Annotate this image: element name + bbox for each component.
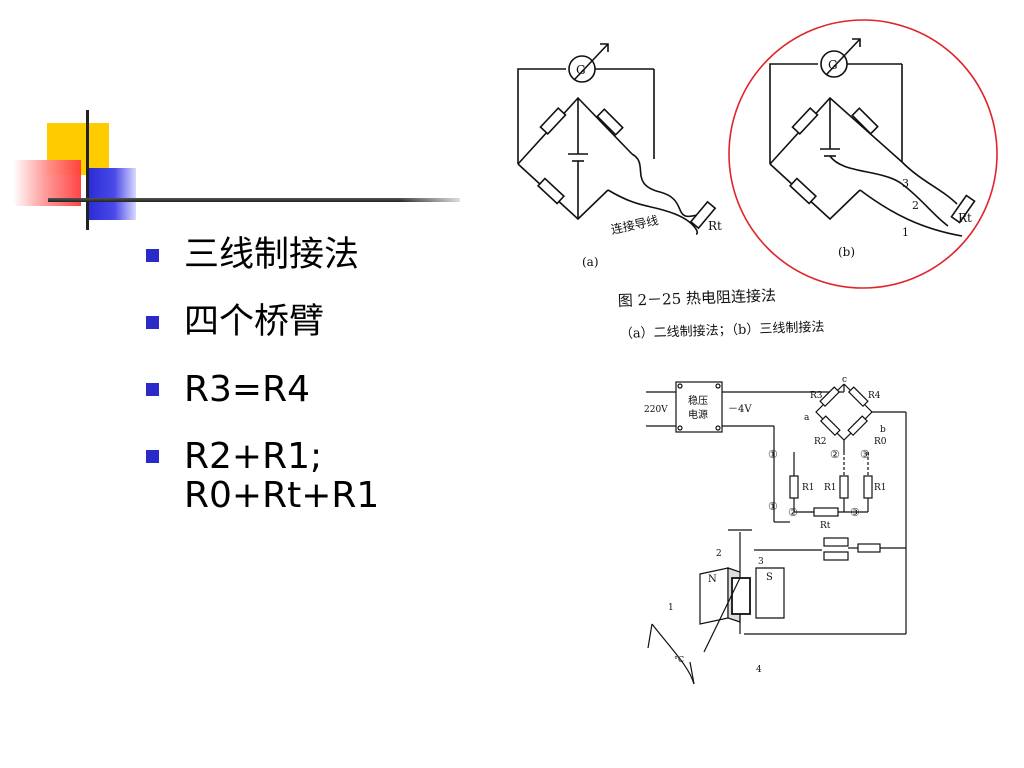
terminal-3-label: ③	[850, 506, 860, 519]
bullet-list: 三线制接法 四个桥臂 R3=R4 R2+R1; R0+Rt+R1	[146, 236, 466, 543]
r1-left-label: R1	[802, 483, 815, 493]
resistor-r3-icon	[819, 386, 841, 408]
magnet-n-label: N	[708, 574, 717, 585]
resistor-icon	[851, 107, 879, 135]
resistor-icon	[536, 177, 566, 205]
regulator-label-2: 电源	[688, 408, 708, 421]
part-4-label: 4	[756, 665, 762, 675]
resistor-r1-icon	[789, 475, 799, 499]
bullet-item: R2+R1; R0+Rt+R1	[146, 437, 466, 515]
bullet-text: 四个桥臂	[184, 302, 325, 342]
bullet-square-icon	[146, 383, 159, 396]
resistor-icon	[791, 106, 819, 136]
figure-caption-title: 图 2－25 热电阻连接法	[618, 286, 777, 310]
rt-label-b: Rt	[958, 211, 972, 225]
wire-note: 连接导线	[610, 212, 660, 237]
magnet-s-icon	[755, 567, 785, 619]
r0-label: R0	[874, 437, 887, 447]
bullet-item: 三线制接法	[146, 236, 466, 275]
resistor-r1-icon	[839, 475, 849, 499]
resistor-pair-icon	[823, 551, 849, 561]
terminal-2-label: ②	[788, 506, 798, 519]
scale-unit-label: °C	[674, 655, 684, 664]
resistor-r2-icon	[819, 415, 841, 437]
bullet-item: R3=R4	[146, 370, 466, 409]
terminal-1-label: ①	[768, 500, 778, 513]
resistor-icon	[596, 108, 624, 136]
supply-voltage-label: 220V	[644, 405, 668, 415]
diagram-a	[517, 43, 717, 235]
galvanometer-label: G	[576, 63, 586, 77]
bullet-square-icon	[146, 450, 159, 463]
resistor-r1-icon	[863, 475, 873, 499]
r2-label: R2	[814, 437, 827, 447]
node-c-label: c	[842, 375, 847, 385]
wire-number-3: 3	[902, 177, 909, 190]
scale-dial-icon	[651, 623, 695, 685]
terminal-2-label: ②	[830, 448, 840, 461]
bullet-item: 四个桥臂	[146, 303, 466, 342]
label-b: (b)	[838, 245, 855, 259]
magnet-s-label: S	[766, 572, 773, 583]
r4-label: R4	[868, 391, 881, 401]
terminal-3-label: ③	[860, 448, 870, 461]
voltage-regulator-box	[675, 381, 723, 433]
bullet-text: R3=R4	[184, 369, 310, 410]
node-b-label: b	[880, 425, 886, 435]
resistor-r0-icon	[847, 415, 869, 437]
decor-vertical-line	[86, 110, 89, 230]
part-2-label: 2	[716, 549, 722, 559]
rt-label: Rt	[820, 521, 831, 531]
wire-number-1: 1	[902, 226, 909, 239]
bullet-text: 三线制接法	[184, 235, 360, 275]
r1-mid-label: R1	[824, 483, 837, 493]
rt-sensor-icon	[950, 194, 976, 224]
measurement-circuit-figure: 220V 稳压 电源 －4V c a b R3 R4 R2 R0 R1 R1 R…	[644, 375, 907, 685]
bridge-connection-figure: G G Rt Rt 连接导线 3 2 1 (a) (b) 图 2－25 热电阻连…	[517, 19, 998, 342]
part-1-label: 1	[668, 603, 674, 613]
highlight-circle	[728, 19, 998, 289]
resistor-pair-icon	[823, 537, 849, 547]
terminal-1-label: ①	[768, 448, 778, 461]
coil-icon	[731, 577, 751, 615]
resistor-rt-icon	[813, 507, 839, 517]
bullet-text: R2+R1; R0+Rt+R1	[184, 436, 380, 516]
title-divider-line	[48, 198, 458, 202]
node-a-label: a	[804, 413, 810, 423]
resistor-icon	[857, 543, 881, 553]
regulator-label-1: 稳压	[688, 394, 708, 407]
r3-label: R3	[810, 391, 823, 401]
bullet-square-icon	[146, 316, 159, 329]
r1-right-label: R1	[874, 483, 887, 493]
wire-number-2: 2	[912, 199, 919, 212]
rt-sensor-icon	[689, 200, 717, 230]
resistor-icon	[539, 106, 567, 136]
figure-caption-sub: （a）二线制接法；（b）三线制接法	[620, 319, 825, 342]
resistor-r4-icon	[847, 386, 869, 408]
divider-fade	[400, 198, 460, 202]
output-voltage-label: －4V	[728, 404, 752, 415]
bullet-square-icon	[146, 249, 159, 262]
resistor-icon	[788, 177, 818, 205]
diagram-b	[769, 38, 976, 237]
decor-blue-square	[88, 168, 136, 220]
part-3-label: 3	[758, 557, 764, 567]
rt-label-a: Rt	[708, 219, 722, 233]
galvanometer-label: G	[828, 58, 838, 72]
label-a: (a)	[582, 255, 599, 269]
